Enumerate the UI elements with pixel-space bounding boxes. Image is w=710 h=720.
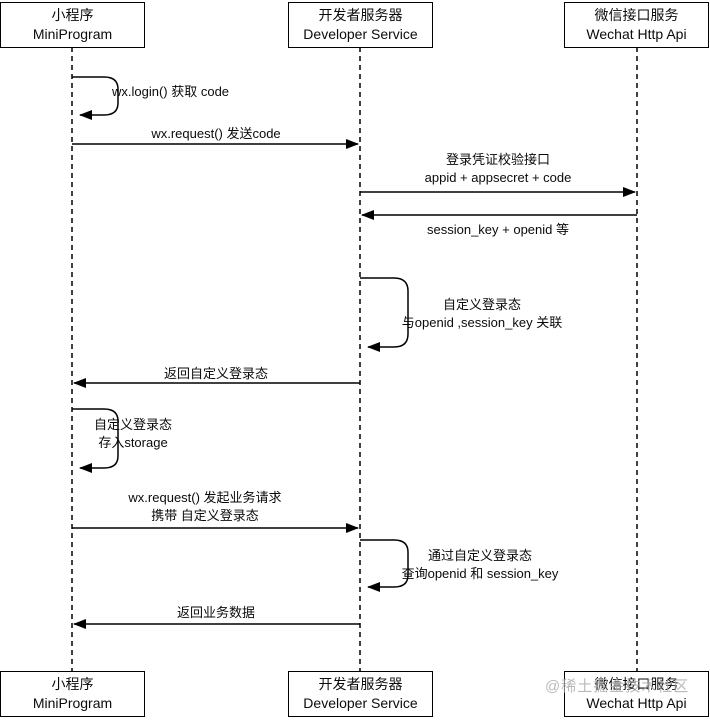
message-label-return-custom-login-state: 返回自定义登录态 xyxy=(163,366,268,381)
actor-name-cn: 开发者服务器 xyxy=(318,7,403,23)
actor-name-en: Developer Service xyxy=(303,695,418,711)
actor-box-top-wechat-api: 微信接口服务 Wechat Http Api xyxy=(564,2,709,48)
actor-box-bottom-miniprogram: 小程序 MiniProgram xyxy=(0,671,145,717)
message-label-session-key-openid: session_key + openid 等 xyxy=(426,222,569,237)
actor-name-en: Wechat Http Api xyxy=(586,26,687,42)
self-loop-store-login-state xyxy=(72,408,119,473)
message-label-business-request: wx.request() 发起业务请求 携带 自定义登录态 xyxy=(128,490,282,523)
self-loop-wx-login xyxy=(72,76,119,120)
message-label-store-login-state: 自定义登录态 存入storage xyxy=(93,417,172,450)
actor-name-cn: 微信接口服务 xyxy=(594,676,679,692)
message-label-return-business-data: 返回业务数据 xyxy=(176,605,255,620)
self-loop-query-openid xyxy=(360,539,409,592)
actor-box-top-developer-service: 开发者服务器 Developer Service xyxy=(288,2,433,48)
message-label-custom-login-state: 自定义登录态 与openid ,session_key 关联 xyxy=(401,297,563,330)
actor-name-en: MiniProgram xyxy=(32,26,113,42)
self-loop-custom-login-state xyxy=(360,277,409,352)
watermark-juejin: @稀土掘金技术社区 xyxy=(545,678,690,695)
actor-name-cn: 微信接口服务 xyxy=(594,7,679,23)
message-label-query-openid: 通过自定义登录态 查询openid 和 session_key xyxy=(401,548,559,581)
message-label-wx-request-send-code: wx.request() 发送code xyxy=(151,126,281,141)
actor-box-bottom-wechat-api: 微信接口服务 Wechat Http Api xyxy=(564,671,709,717)
actor-name-cn: 小程序 xyxy=(51,676,94,692)
actor-name-en: Wechat Http Api xyxy=(586,695,687,711)
actor-name-en: MiniProgram xyxy=(32,695,113,711)
actor-name-cn: 小程序 xyxy=(51,7,94,23)
actor-box-bottom-developer-service: 开发者服务器 Developer Service xyxy=(288,671,433,717)
actor-box-top-miniprogram: 小程序 MiniProgram xyxy=(0,2,145,48)
message-label-login-credential-check: 登录凭证校验接口 appid + appsecret + code xyxy=(424,152,572,185)
actor-name-en: Developer Service xyxy=(303,26,418,42)
actor-name-cn: 开发者服务器 xyxy=(318,676,403,692)
message-label-wx-login: wx.login() 获取 code xyxy=(112,84,230,99)
